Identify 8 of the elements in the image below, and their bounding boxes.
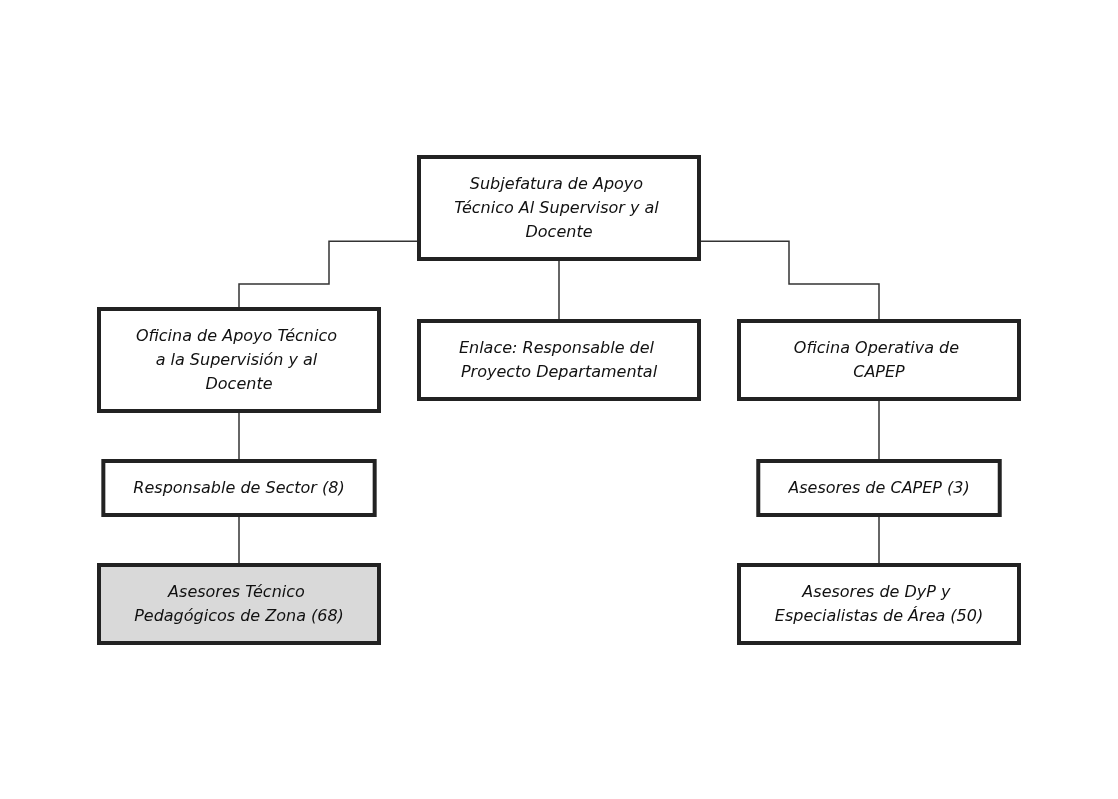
node-box: Oficina de Apoyo Técnico a la Supervisión y al Docente xyxy=(97,306,381,413)
node-box: Asesores de DyP y Especialistas de Área (50) xyxy=(737,562,1021,645)
node-box: Asesores de CAPEP (3) xyxy=(756,458,1002,517)
node-box: Subjefatura de Apoyo Técnico Al Supervisor y al Docente xyxy=(417,154,701,261)
node-box: Oficina Operativa de CAPEP xyxy=(737,318,1021,401)
node-box: Enlace: Responsable del Proyecto Departamental xyxy=(417,318,701,401)
node-box: Asesores Técnico Pedagógicos de Zona (68) xyxy=(97,562,381,645)
node-box: Responsable de Sector (8) xyxy=(101,458,377,517)
